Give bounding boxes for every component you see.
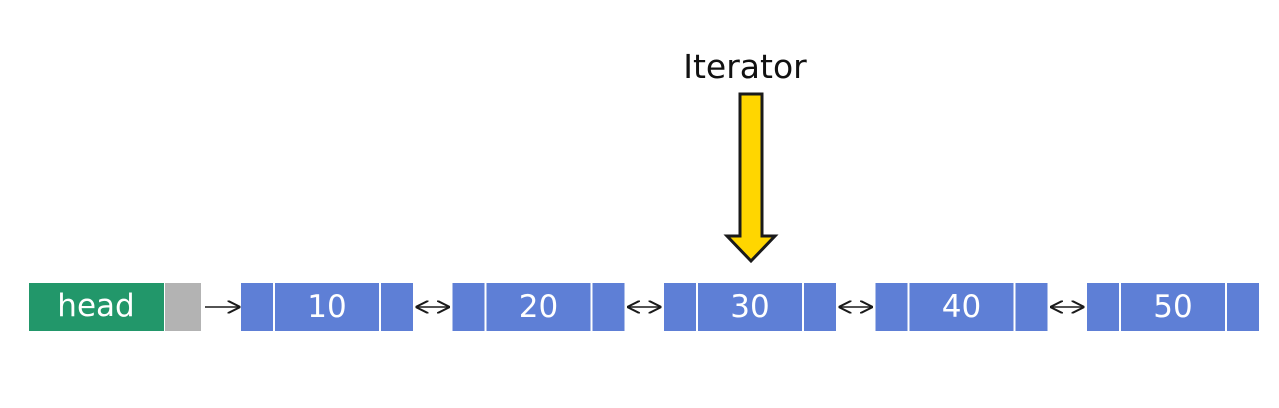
head-label: head	[57, 288, 134, 324]
node-body	[1087, 283, 1259, 331]
node-value: 10	[307, 289, 346, 325]
iterator-arrow	[723, 92, 779, 264]
list-node: 50	[1087, 283, 1259, 331]
iterator-label: Iterator	[683, 47, 807, 86]
list-node: 30	[664, 283, 836, 331]
head-label-box	[29, 283, 164, 331]
head-node: head	[29, 283, 201, 331]
list-node: 20	[452, 283, 625, 331]
node-value: 50	[1153, 289, 1192, 325]
node-value: 20	[519, 289, 558, 325]
list-node: 10	[241, 283, 413, 331]
node-body	[452, 283, 625, 331]
node-list: 10 20 30 40	[241, 283, 1259, 331]
node-body	[664, 283, 836, 331]
node-body	[875, 283, 1048, 331]
node-body	[241, 283, 413, 331]
head-pointer-cell	[165, 283, 201, 331]
node-value: 40	[942, 289, 981, 325]
node-value: 30	[730, 289, 769, 325]
list-node: 40	[875, 283, 1048, 331]
